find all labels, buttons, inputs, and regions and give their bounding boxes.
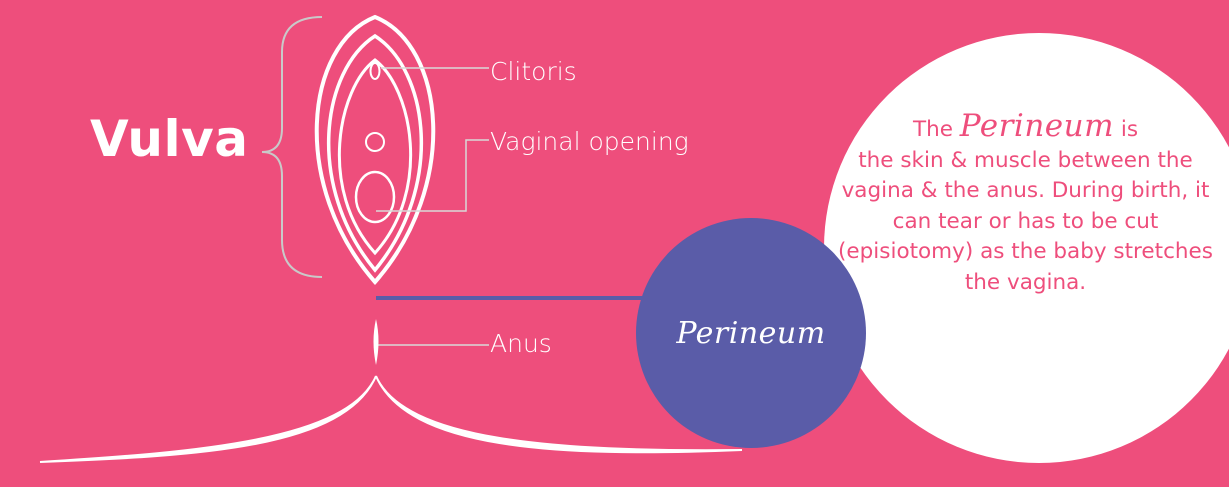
perineum-label: Perineum [676, 316, 825, 351]
anus-shape [374, 319, 379, 365]
vaginal-opening-label: Vaginal opening [490, 127, 689, 157]
perineum-description: The Perineum is the skin & muscle betwee… [828, 111, 1223, 298]
info-prefix: The [913, 117, 953, 142]
info-body: the skin & muscle between the vagina & t… [838, 148, 1213, 295]
anus-label: Anus [490, 329, 552, 359]
info-suffix: is [1121, 117, 1138, 142]
info-highlight: Perineum [960, 108, 1114, 144]
vaginal-opening-shape [356, 172, 394, 222]
vulva-inner-outline [339, 60, 410, 253]
perineum-bubble: Perineum [636, 218, 866, 448]
vulva-title: Vulva [90, 110, 248, 168]
left-buttock-curve [40, 376, 376, 462]
vulva-outer-outline [317, 17, 434, 282]
vulva-bracket [262, 17, 322, 277]
urethra-shape [366, 133, 384, 151]
clitoris-shape [371, 63, 380, 79]
clitoris-label: Clitoris [490, 57, 577, 87]
